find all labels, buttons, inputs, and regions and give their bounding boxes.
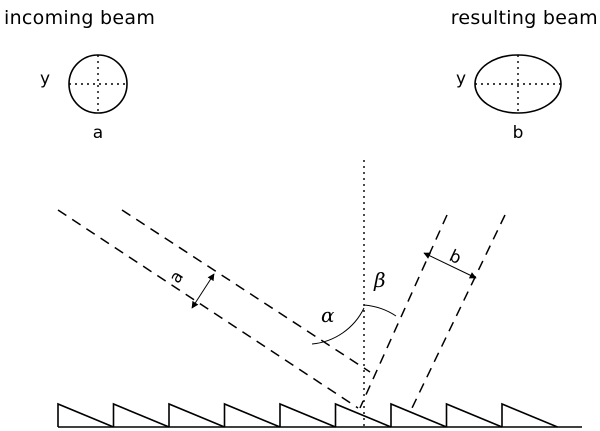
incoming-beam-width-label: a [166,267,188,287]
incoming-width-label: a [93,123,103,143]
grating-tooth [223,402,281,428]
grating-tooth [168,402,225,428]
grating-tooth [390,402,447,428]
outgoing-beam-edge-right [411,214,506,409]
incoming-beam-caption: incoming beam [4,7,155,29]
resulting-y-label: y [456,69,466,89]
outgoing-width-arrow [423,252,477,279]
incoming-y-label: y [40,69,50,89]
grating-tooth [445,402,503,428]
incoming-beam-cross-section: y a [40,54,128,143]
resulting-beam-cross-section: y b [456,54,562,143]
beta-label: β [373,268,386,292]
alpha-angle-arc [311,307,365,345]
incoming-beam-edge-right [121,209,371,373]
grating-tooth [57,402,114,428]
incoming-width-arrow [191,273,215,309]
incoming-beam-edge-left [57,209,359,409]
beta-angle-arc [363,304,397,317]
resulting-width-label: b [513,123,524,143]
grating-tooth [279,402,336,428]
resulting-beam-caption: resulting beam [451,7,598,29]
grating [57,402,582,428]
grating-tooth [112,402,170,428]
alpha-label: α [321,303,335,327]
grating-teeth [57,402,558,428]
outgoing-beam-width-label: b [446,246,464,269]
outgoing-beam-edge-left [359,214,448,409]
grating-tooth [501,402,558,428]
grating-tooth [334,402,392,428]
